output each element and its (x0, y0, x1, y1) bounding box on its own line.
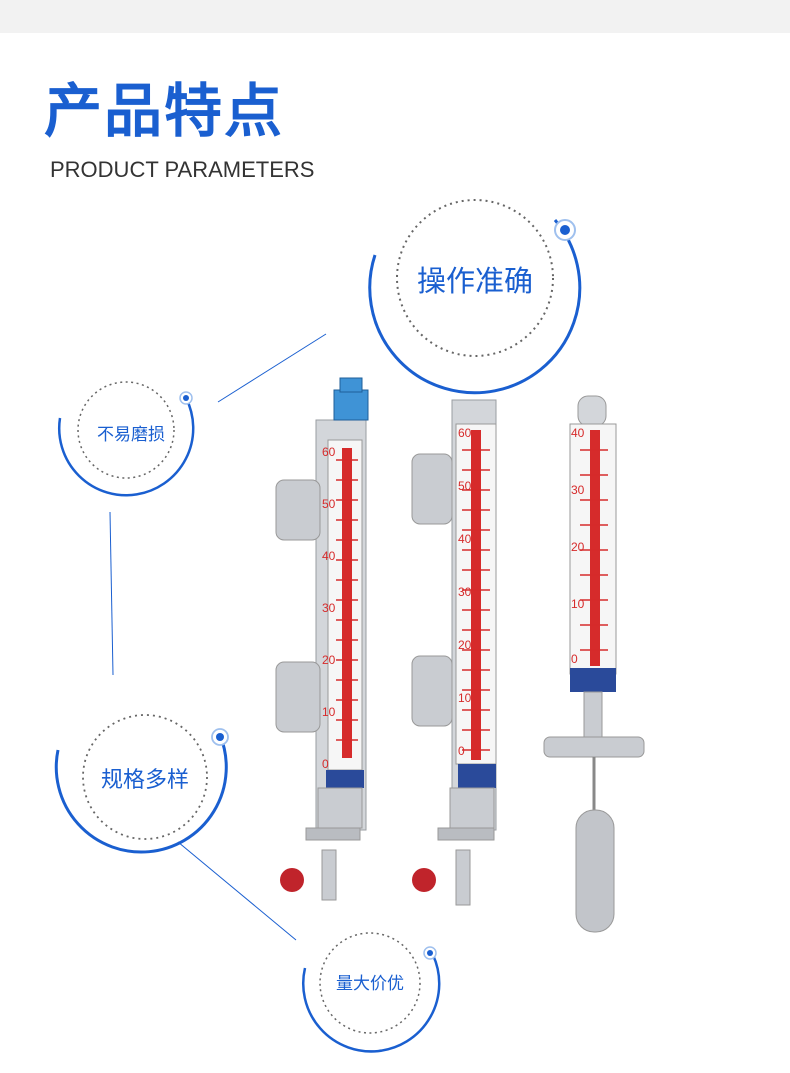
scale-label: 60 (322, 445, 336, 459)
scale-label: 50 (458, 479, 472, 493)
connector-line (109, 511, 114, 676)
gauge-image-3 (543, 395, 645, 933)
feature-bubble-wear (58, 381, 195, 497)
scale-label: 0 (458, 744, 465, 758)
scale-label: 30 (571, 483, 585, 497)
gauge-image-1 (275, 377, 369, 901)
scale-label: 10 (458, 691, 472, 705)
scale-label: 30 (458, 585, 472, 599)
scale-label: 20 (322, 653, 336, 667)
scale-label: 20 (458, 638, 472, 652)
scale-label: 50 (322, 497, 336, 511)
feature-bubble-variety (54, 714, 229, 854)
gauge-1-scale: 60 50 40 30 20 10 0 (322, 445, 370, 771)
scale-label: 20 (571, 540, 585, 554)
scale-label: 40 (571, 426, 585, 440)
scale-label: 60 (458, 426, 472, 440)
connector-line (217, 333, 327, 403)
gauge-3-scale: 40 30 20 10 0 (571, 426, 615, 666)
scale-label: 10 (571, 597, 585, 611)
feature-bubble-price (302, 932, 441, 1053)
top-bar (0, 0, 790, 33)
gauge-2-scale: 60 50 40 30 20 10 0 (458, 426, 502, 758)
scale-label: 0 (571, 652, 578, 666)
feature-label-accurate: 操作准确 (416, 264, 533, 298)
feature-label-wear: 不易磨损 (97, 425, 165, 445)
feature-label-price: 量大价优 (336, 974, 404, 994)
page-subtitle: PRODUCT PARAMETERS (50, 157, 315, 182)
connector-line (177, 841, 297, 941)
scale-label: 40 (322, 549, 336, 563)
scale-label: 30 (322, 601, 336, 615)
scale-label: 0 (322, 757, 329, 771)
scale-label: 10 (322, 705, 336, 719)
feature-label-variety: 规格多样 (100, 768, 189, 793)
page-title: 产品特点 (44, 77, 285, 145)
gauge-image-2 (411, 399, 497, 906)
feature-bubble-accurate (368, 199, 582, 395)
scale-label: 40 (458, 532, 472, 546)
